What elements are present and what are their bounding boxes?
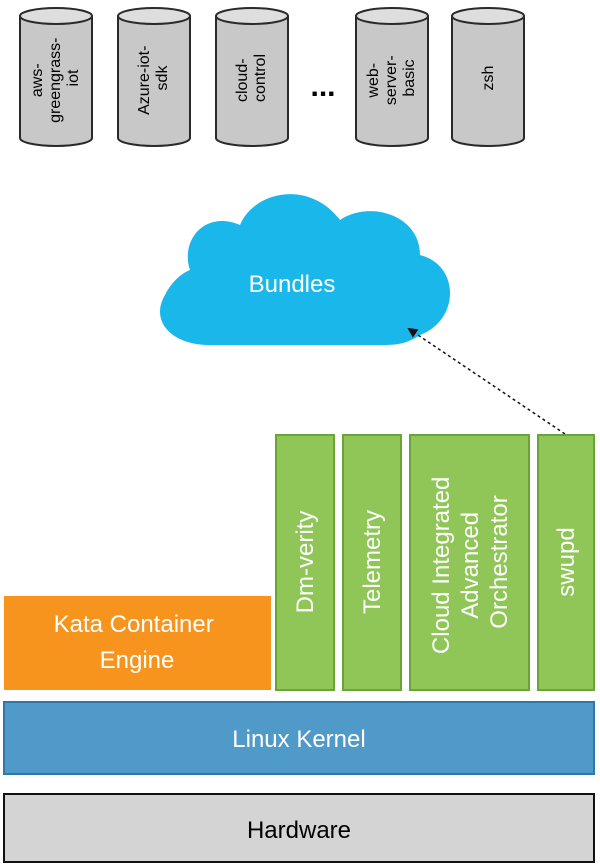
service-box-swupd: swupd bbox=[537, 434, 595, 691]
repository-cylinder-aws-greengrass-iot: aws- greengrass- iot bbox=[19, 7, 93, 147]
cylinder-body bbox=[117, 16, 191, 147]
repository-label-line: server- bbox=[383, 55, 400, 105]
repository-label-line: cloud- bbox=[234, 58, 251, 102]
repository-label-line: basic bbox=[401, 59, 418, 96]
service-label-line: swupd bbox=[553, 527, 580, 596]
service-box-telemetry: Telemetry bbox=[342, 434, 402, 691]
service-label-line: Orchestrator bbox=[486, 495, 513, 628]
cylinder-top bbox=[117, 7, 191, 25]
cloud-icon bbox=[160, 194, 450, 345]
repository-label-line: greengrass- bbox=[47, 38, 64, 123]
repository-label: Azure-iot- sdk bbox=[136, 41, 171, 115]
repository-cylinder-zsh: zsh bbox=[451, 7, 525, 147]
repository-cylinders: aws- greengrass- iot Azure-iot- sdk clou… bbox=[19, 7, 525, 147]
kata-container-engine-block: Kata Container Engine bbox=[4, 596, 271, 690]
service-label: Telemetry bbox=[359, 510, 386, 614]
service-box-cloud-integrated-advanced-orchestrator: Cloud Integrated Advanced Orchestrator bbox=[409, 434, 530, 691]
cloud-label: Bundles bbox=[249, 271, 336, 298]
kata-label-line: Kata Container bbox=[54, 611, 214, 638]
ellipsis-indicator: ... bbox=[310, 70, 335, 103]
service-label-line: Cloud Integrated bbox=[428, 477, 455, 654]
service-label: Cloud Integrated Advanced Orchestrator bbox=[428, 470, 513, 654]
service-box-background bbox=[537, 434, 595, 691]
repository-label-line: control bbox=[252, 54, 269, 102]
service-label-line: Telemetry bbox=[359, 510, 386, 614]
service-box-dm-verity: Dm-verity bbox=[275, 434, 335, 691]
hardware-label: Hardware bbox=[247, 817, 351, 844]
repository-cylinder-azure-iot-sdk: Azure-iot- sdk bbox=[117, 7, 191, 147]
kernel-box-background bbox=[3, 701, 595, 775]
repository-label-line: iot bbox=[65, 69, 82, 86]
kata-label-line: Engine bbox=[100, 647, 175, 674]
cylinder-top bbox=[215, 7, 289, 25]
cylinder-top bbox=[19, 7, 93, 25]
repository-label-line: aws- bbox=[29, 63, 46, 97]
swupd-to-bundles-arrow bbox=[407, 327, 566, 435]
repository-cylinder-cloud-control: cloud- control bbox=[215, 7, 289, 147]
service-box-background bbox=[275, 434, 335, 691]
cylinder-body bbox=[215, 16, 289, 147]
kata-label: Kata Container Engine bbox=[54, 611, 221, 674]
cylinder-top bbox=[355, 7, 429, 25]
hardware-box-background bbox=[3, 793, 595, 863]
service-label-line: Dm-verity bbox=[292, 511, 319, 614]
cylinder-top bbox=[451, 7, 525, 25]
service-label-line: Advanced bbox=[457, 512, 484, 619]
repository-label-line: web- bbox=[365, 63, 382, 99]
repository-label: zsh bbox=[480, 66, 497, 91]
repository-label: web- server- basic bbox=[365, 51, 418, 105]
repository-label-line: Azure-iot- bbox=[136, 46, 153, 115]
repository-label: aws- greengrass- iot bbox=[29, 33, 82, 123]
kernel-label: Linux Kernel bbox=[232, 726, 365, 753]
repository-cylinder-web-server-basic: web- server- basic bbox=[355, 7, 429, 147]
linux-kernel-block: Linux Kernel bbox=[3, 701, 595, 775]
cylinder-body bbox=[19, 16, 93, 147]
repository-label-line: sdk bbox=[154, 65, 171, 91]
cylinder-body bbox=[451, 16, 525, 147]
repository-label-line: zsh bbox=[480, 66, 497, 91]
kata-box-background bbox=[4, 596, 271, 690]
service-box-background bbox=[342, 434, 402, 691]
cylinder-body bbox=[355, 16, 429, 147]
service-box-background bbox=[409, 434, 530, 691]
service-label: Dm-verity bbox=[292, 511, 319, 614]
repository-label: cloud- control bbox=[234, 54, 269, 102]
service-label: swupd bbox=[553, 527, 580, 596]
hardware-block: Hardware bbox=[3, 793, 595, 863]
service-boxes: Dm-verity Telemetry Cloud Integrated Adv… bbox=[275, 434, 595, 691]
bundles-cloud: Bundles bbox=[160, 194, 450, 345]
